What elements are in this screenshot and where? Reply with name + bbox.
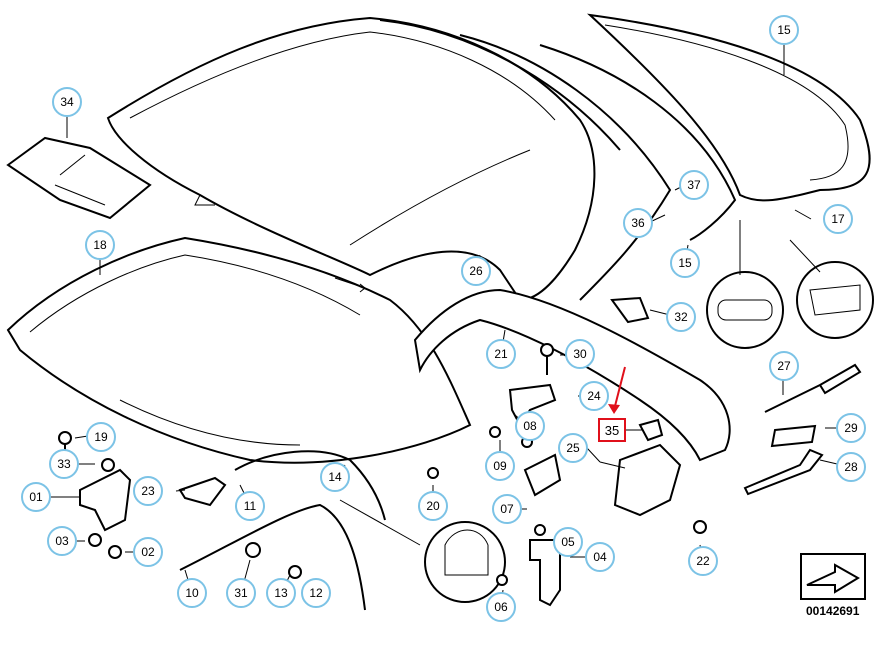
callout-20[interactable]: 20 xyxy=(418,491,448,521)
callout-37[interactable]: 36 xyxy=(623,208,653,238)
callout-13[interactable]: 13 xyxy=(266,578,296,608)
detail-circle-1 xyxy=(706,271,784,349)
callout-24[interactable]: 24 xyxy=(579,381,609,411)
callout-33[interactable]: 33 xyxy=(49,449,79,479)
callout-30[interactable]: 30 xyxy=(565,339,595,369)
callout-03[interactable]: 03 xyxy=(47,526,77,556)
rear-window xyxy=(587,13,871,202)
callout-06[interactable]: 06 xyxy=(486,592,516,622)
callout-32[interactable]: 32 xyxy=(666,302,696,332)
callout-22[interactable]: 22 xyxy=(688,546,718,576)
hardtop-shell xyxy=(106,16,596,302)
callout-29[interactable]: 29 xyxy=(836,413,866,443)
screwdriver xyxy=(764,363,862,413)
callout-14[interactable]: 14 xyxy=(320,462,350,492)
clip-23 xyxy=(178,476,227,507)
callout-02[interactable]: 02 xyxy=(133,537,163,567)
callout-34[interactable]: 34 xyxy=(52,87,82,117)
callout-36[interactable]: 37 xyxy=(679,170,709,200)
clip-32 xyxy=(610,296,650,324)
callout-11[interactable]: 11 xyxy=(235,491,265,521)
cover-bag xyxy=(6,136,152,220)
callout-08[interactable]: 08 xyxy=(515,411,545,441)
callout-27[interactable]: 27 xyxy=(769,351,799,381)
callout-17[interactable]: 17 xyxy=(823,204,853,234)
callout-28[interactable]: 28 xyxy=(836,452,866,482)
callout-10[interactable]: 10 xyxy=(177,578,207,608)
callout-23[interactable]: 23 xyxy=(133,476,163,506)
callout-12[interactable]: 12 xyxy=(301,578,331,608)
callout-19[interactable]: 19 xyxy=(86,422,116,452)
callout-04[interactable]: 04 xyxy=(585,542,615,572)
callout-16[interactable]: 15 xyxy=(769,15,799,45)
drawing-number: 00142691 xyxy=(806,604,860,618)
detail-circle-3 xyxy=(424,521,506,603)
hinge-arm xyxy=(523,453,562,497)
soft-top-frame xyxy=(6,236,472,464)
callout-05[interactable]: 05 xyxy=(553,527,583,557)
bracket-35 xyxy=(613,443,682,517)
hex-key xyxy=(743,448,824,496)
callout-15[interactable]: 15 xyxy=(670,248,700,278)
detail-circle-2 xyxy=(796,261,874,339)
pad xyxy=(770,424,817,448)
latch-bracket xyxy=(79,468,132,532)
callout-01[interactable]: 01 xyxy=(21,482,51,512)
callout-21[interactable]: 21 xyxy=(486,339,516,369)
callout-25[interactable]: 25 xyxy=(558,433,588,463)
callout-26[interactable]: 26 xyxy=(461,256,491,286)
tension-bow xyxy=(413,288,731,462)
callout-31[interactable]: 31 xyxy=(226,578,256,608)
callout-07[interactable]: 07 xyxy=(492,494,522,524)
callout-09[interactable]: 09 xyxy=(485,451,515,481)
callout-35-highlighted[interactable]: 35 xyxy=(598,418,626,442)
callout-18[interactable]: 18 xyxy=(85,230,115,260)
